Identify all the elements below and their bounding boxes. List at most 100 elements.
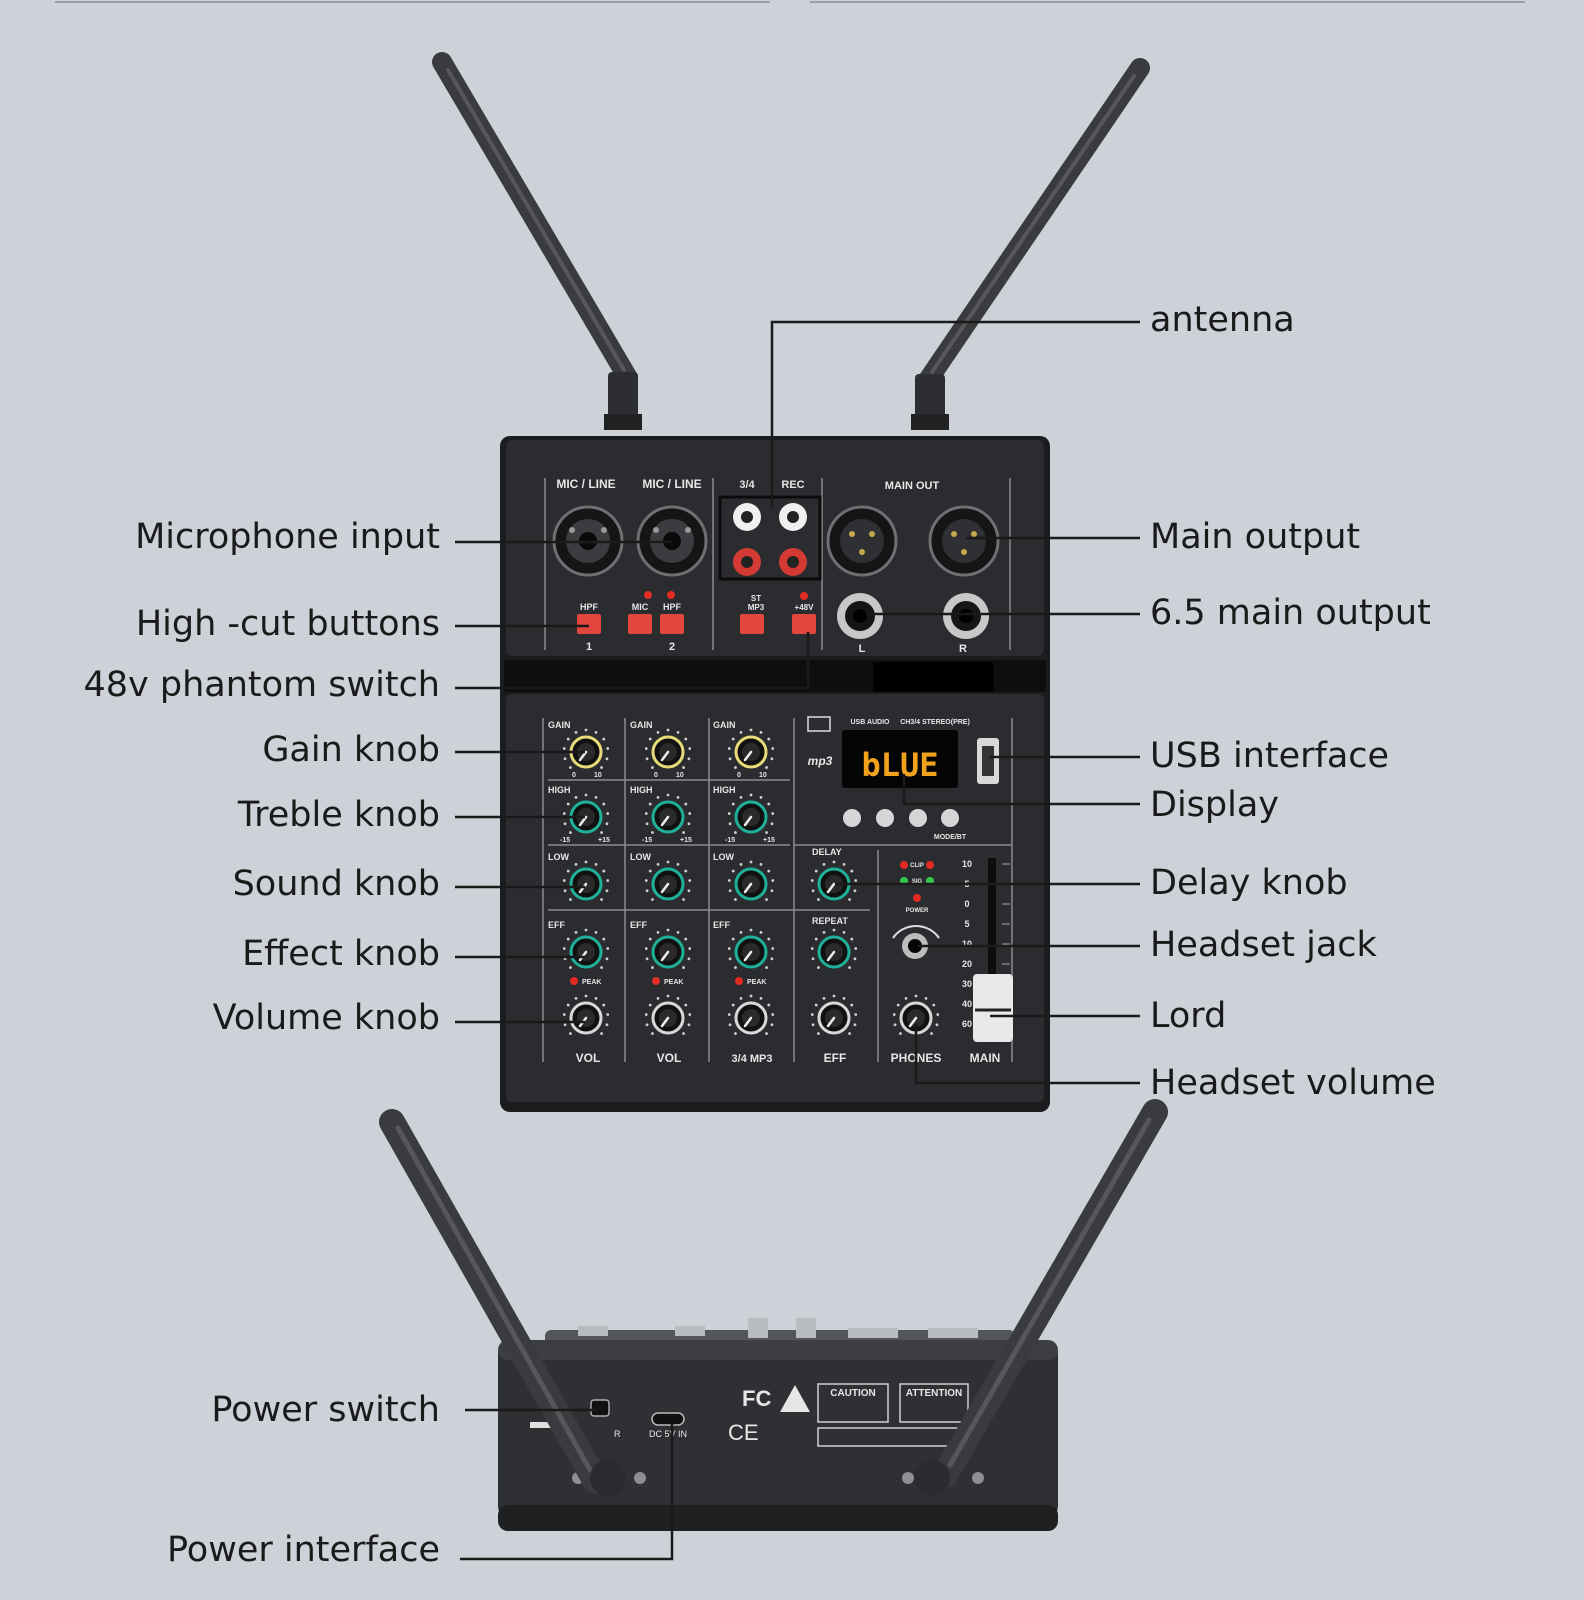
dc-port[interactable] <box>651 1412 685 1426</box>
rear-antenna-right <box>914 1099 1168 1496</box>
label-m15-ch34: -15 <box>725 837 735 844</box>
phantom-button[interactable] <box>792 614 816 634</box>
treble-knob-ch2[interactable] <box>644 793 692 834</box>
fc-mark: FC <box>742 1386 771 1411</box>
treble-knob-ch34[interactable] <box>727 793 775 834</box>
label-p15-ch1: +15 <box>598 837 610 844</box>
hpf-button-2[interactable] <box>660 614 684 634</box>
label-treble-knob-ch34: HIGH <box>713 785 736 795</box>
main-output-right[interactable] <box>928 505 1000 577</box>
fader-mark-0: 10 <box>962 859 972 869</box>
label-effect-knob-ch2: EFF <box>630 920 648 930</box>
leader-lines <box>455 320 1140 1561</box>
main-output-65-right[interactable] <box>943 593 989 639</box>
gain-knob-ch34[interactable] <box>727 728 775 769</box>
volume-knob-ch34[interactable] <box>727 994 775 1035</box>
label-vol-1: VOL <box>576 1051 601 1065</box>
fader-mark-7: 40 <box>962 999 972 1009</box>
peak-led-ch2 <box>652 977 660 985</box>
label-effect-knob-ch1: EFF <box>548 920 566 930</box>
label-treble-knob-ch1: HIGH <box>548 785 571 795</box>
label-mode: MODE/BT <box>934 834 967 841</box>
fader-mark-2: 0 <box>964 899 969 909</box>
leader-display <box>902 774 1140 806</box>
low-knob-ch34[interactable] <box>727 860 775 901</box>
gain-knob-ch2[interactable] <box>644 728 692 769</box>
leader-phantom-switch <box>455 632 810 690</box>
mp3-logo: mp3 <box>808 754 833 768</box>
main-output-left[interactable] <box>826 505 898 577</box>
peak-led-ch1 <box>570 977 578 985</box>
main-output-65-left[interactable] <box>837 593 883 639</box>
label-ch2: 2 <box>669 641 675 653</box>
label-ch1: 1 <box>586 641 592 653</box>
label-mic-line-1: MIC / LINE <box>556 477 615 491</box>
fader-mark-3: 5 <box>964 919 969 929</box>
label-rec: REC <box>781 479 804 491</box>
label-mic: MIC <box>632 602 649 612</box>
label-48v: +48V <box>795 603 815 612</box>
hpf-button-1[interactable] <box>577 614 601 634</box>
callout-headset-volume: Headset volume <box>1150 1063 1436 1103</box>
fader-mark-6: 30 <box>962 979 972 989</box>
label-34mp3: 3/4 MP3 <box>732 1053 773 1065</box>
peak-led-ch34 <box>735 977 743 985</box>
rca-jacks[interactable] <box>733 503 807 576</box>
label-zero-ch34: 0 <box>737 772 741 779</box>
repeat-knob[interactable] <box>810 928 858 969</box>
eff-master-knob[interactable] <box>810 994 858 1035</box>
hpf-led <box>667 591 675 599</box>
mic-button-2[interactable] <box>628 614 652 634</box>
label-effect-knob-ch34: EFF <box>713 920 731 930</box>
callout-display: Display <box>1150 785 1280 825</box>
callout-lord: Lord <box>1150 996 1227 1036</box>
media-buttons[interactable] <box>843 809 959 827</box>
volume-knob-ch2[interactable] <box>644 994 692 1035</box>
label-zero-ch2: 0 <box>654 772 658 779</box>
callout-main-output: Main output <box>1150 517 1361 557</box>
label-main-L: L <box>859 643 866 655</box>
label-low-knob-ch34: LOW <box>713 852 734 862</box>
callout-main-output-65: 6.5 main output <box>1150 593 1431 633</box>
callout-delay-knob: Delay knob <box>1150 863 1348 903</box>
effect-knob-ch2[interactable] <box>644 928 692 969</box>
main-fader[interactable] <box>973 974 1013 1042</box>
mic-led <box>644 591 652 599</box>
phantom-led <box>800 592 808 600</box>
headset-jack-port[interactable] <box>902 933 928 959</box>
label-peak-ch1: PEAK <box>582 979 601 986</box>
label-main-R: R <box>959 643 967 655</box>
effect-knob-ch34[interactable] <box>727 928 775 969</box>
callout-power-interface: Power interface <box>166 1530 440 1570</box>
rear-antenna-left <box>379 1109 626 1496</box>
label-low-knob-ch2: LOW <box>630 852 651 862</box>
label-main-out: MAIN OUT <box>885 480 940 492</box>
label-st: ST <box>751 594 761 603</box>
label-ten-ch2: 10 <box>676 772 684 779</box>
panel-window <box>873 662 993 692</box>
callout-high-cut-buttons: High -cut buttons <box>135 604 440 644</box>
label-stereo: CH3/4 STEREO(PRE) <box>900 719 970 726</box>
usb-icon <box>807 716 831 732</box>
label-clip: CLIP <box>910 863 924 869</box>
label-sig: SIG <box>912 879 923 885</box>
st-mp3-button[interactable] <box>740 614 764 634</box>
label-power: POWER <box>906 908 929 914</box>
caution-label: CAUTION <box>830 1388 876 1399</box>
callout-treble-knob: Treble knob <box>237 795 440 835</box>
callout-gain-knob: Gain knob <box>262 730 440 770</box>
top-panel <box>506 440 1044 656</box>
delay-knob[interactable] <box>810 860 858 901</box>
power-switch-port[interactable] <box>590 1399 610 1417</box>
label-gain-knob-ch1: GAIN <box>548 720 571 730</box>
fader-mark-4: 10 <box>962 939 972 949</box>
control-dividers <box>542 718 1013 1062</box>
ce-mark: CE <box>728 1420 759 1445</box>
low-knob-ch2[interactable] <box>644 860 692 901</box>
label-gain-knob-ch34: GAIN <box>713 720 736 730</box>
label-delay: DELAY <box>812 847 842 857</box>
label-m15-ch2: -15 <box>642 837 652 844</box>
